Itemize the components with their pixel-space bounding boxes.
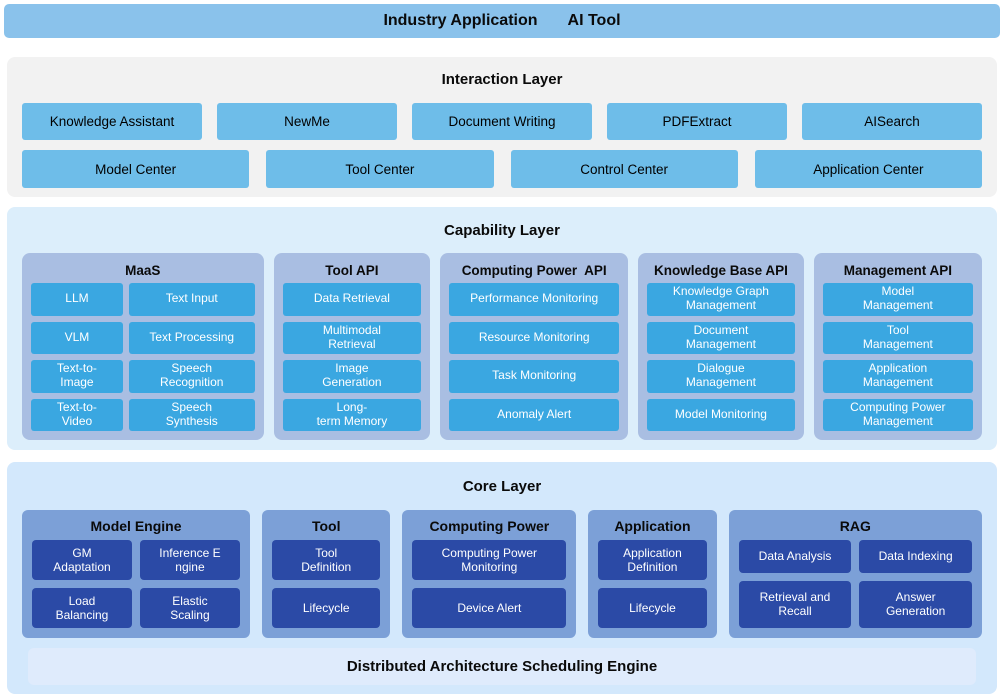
group-maas: MaaS LLM VLM Text-to- Image Text-to- Vid…: [22, 253, 264, 440]
group-knowledge-base-api: Knowledge Base API Knowledge Graph Manag…: [638, 253, 804, 440]
top-banner-label-ai-tool: AI Tool: [567, 12, 621, 29]
box-load-balancing: Load Balancing: [32, 588, 132, 628]
box-llm: LLM: [31, 283, 123, 316]
box-tool-lifecycle: Lifecycle: [271, 588, 381, 628]
group-computing-power-api-title: Computing Power API: [461, 263, 607, 278]
box-model-center: Model Center: [22, 150, 250, 188]
group-maas-columns: LLM VLM Text-to- Image Text-to- Video Te…: [31, 283, 255, 431]
core-layer: Core Layer Model Engine GM Adaptation In…: [7, 462, 997, 694]
box-application-center: Application Center: [754, 150, 982, 188]
box-tool-center: Tool Center: [266, 150, 494, 188]
box-speech-synthesis: Speech Synthesis: [128, 398, 255, 431]
group-computing-power-items: Computing Power Monitoring Device Alert: [412, 540, 567, 628]
interaction-row-apps: Knowledge Assistant NewMe Document Writi…: [22, 103, 982, 140]
box-document-management: Document Management: [647, 321, 795, 354]
box-speech-recognition: Speech Recognition: [128, 360, 255, 393]
box-application-lifecycle: Lifecycle: [598, 588, 707, 628]
group-rag-items: Data Analysis Data Indexing Retrieval an…: [738, 540, 972, 628]
group-knowledge-base-api-title: Knowledge Base API: [654, 263, 788, 278]
group-management-api-items: Model Management Tool Management Applica…: [822, 283, 973, 431]
capability-layer-title: Capability Layer: [444, 222, 560, 239]
top-banner-label-industry-application: Industry Application: [383, 12, 538, 29]
box-text-input: Text Input: [128, 283, 255, 316]
box-data-analysis: Data Analysis: [738, 540, 852, 573]
box-aisearch: AISearch: [802, 103, 982, 140]
box-text-to-video: Text-to- Video: [31, 398, 123, 431]
box-gm-adaptation: GM Adaptation: [32, 540, 132, 580]
top-banner: Industry Application AI Tool: [4, 4, 1000, 38]
box-multimodal-retrieval: Multimodal Retrieval: [282, 321, 422, 354]
box-performance-monitoring: Performance Monitoring: [449, 283, 620, 316]
group-maas-title: MaaS: [125, 263, 161, 278]
group-tool-title: Tool: [311, 518, 341, 534]
box-tool-definition: Tool Definition: [271, 540, 381, 580]
group-rag-title: RAG: [839, 518, 871, 534]
box-model-management: Model Management: [822, 283, 973, 316]
box-data-retrieval: Data Retrieval: [282, 283, 422, 316]
box-task-monitoring: Task Monitoring: [449, 360, 620, 393]
box-device-alert: Device Alert: [412, 588, 567, 628]
group-computing-power-title: Computing Power: [429, 518, 550, 534]
core-groups: Model Engine GM Adaptation Inference E n…: [22, 510, 982, 638]
box-tool-management: Tool Management: [822, 321, 973, 354]
group-computing-power: Computing Power Computing Power Monitori…: [402, 510, 577, 638]
capability-layer: Capability Layer MaaS LLM VLM Text-to- I…: [7, 207, 997, 450]
box-resource-monitoring: Resource Monitoring: [449, 321, 620, 354]
box-retrieval-and-recall: Retrieval and Recall: [738, 580, 852, 628]
box-application-definition: Application Definition: [598, 540, 707, 580]
group-rag: RAG Data Analysis Data Indexing Retrieva…: [728, 510, 982, 638]
group-application-title: Application: [614, 518, 691, 534]
group-model-engine-title: Model Engine: [90, 518, 182, 534]
box-control-center: Control Center: [510, 150, 738, 188]
interaction-layer: Interaction Layer Knowledge Assistant Ne…: [7, 57, 997, 197]
box-data-indexing: Data Indexing: [859, 540, 972, 573]
box-text-processing: Text Processing: [128, 321, 255, 354]
box-vlm: VLM: [31, 321, 123, 354]
interaction-row-centers: Model Center Tool Center Control Center …: [22, 150, 982, 188]
architecture-diagram: Industry Application AI Tool Interaction…: [0, 4, 1004, 700]
interaction-layer-title: Interaction Layer: [441, 71, 563, 88]
box-image-generation: Image Generation: [282, 360, 422, 393]
box-dialogue-management: Dialogue Management: [647, 360, 795, 393]
box-document-writing: Document Writing: [412, 103, 592, 140]
group-computing-power-api-items: Performance Monitoring Resource Monitori…: [449, 283, 620, 431]
box-newme: NewMe: [217, 103, 397, 140]
group-model-engine-items: GM Adaptation Inference E ngine Load Bal…: [32, 540, 240, 628]
maas-column-processing: Text Input Text Processing Speech Recogn…: [128, 283, 255, 431]
group-tool: Tool Tool Definition Lifecycle: [261, 510, 391, 638]
box-computing-power-monitoring: Computing Power Monitoring: [412, 540, 567, 580]
capability-groups: MaaS LLM VLM Text-to- Image Text-to- Vid…: [22, 253, 982, 440]
box-inference-engine: Inference E ngine: [139, 540, 240, 580]
scheduling-engine-bar: Distributed Architecture Scheduling Engi…: [28, 648, 976, 685]
core-layer-title: Core Layer: [462, 478, 542, 495]
group-model-engine: Model Engine GM Adaptation Inference E n…: [22, 510, 250, 638]
box-elastic-scaling: Elastic Scaling: [139, 588, 240, 628]
box-knowledge-graph-management: Knowledge Graph Management: [647, 283, 795, 316]
group-application-items: Application Definition Lifecycle: [598, 540, 707, 628]
box-anomaly-alert: Anomaly Alert: [449, 398, 620, 431]
box-text-to-image: Text-to- Image: [31, 360, 123, 393]
group-tool-items: Tool Definition Lifecycle: [271, 540, 381, 628]
group-management-api-title: Management API: [843, 263, 952, 278]
box-long-term-memory: Long- term Memory: [282, 398, 422, 431]
group-tool-api-title: Tool API: [325, 263, 379, 278]
group-application: Application Application Definition Lifec…: [588, 510, 717, 638]
box-computing-power-management: Computing Power Management: [822, 398, 973, 431]
group-management-api: Management API Model Management Tool Man…: [813, 253, 982, 440]
group-tool-api: Tool API Data Retrieval Multimodal Retri…: [273, 253, 431, 440]
box-knowledge-assistant: Knowledge Assistant: [22, 103, 202, 140]
group-knowledge-base-api-items: Knowledge Graph Management Document Mana…: [647, 283, 795, 431]
group-computing-power-api: Computing Power API Performance Monitori…: [440, 253, 629, 440]
box-application-management: Application Management: [822, 360, 973, 393]
group-tool-api-items: Data Retrieval Multimodal Retrieval Imag…: [282, 283, 422, 431]
box-pdfextract: PDFExtract: [607, 103, 787, 140]
box-answer-generation: Answer Generation: [859, 580, 972, 628]
box-model-monitoring: Model Monitoring: [647, 398, 795, 431]
maas-column-models: LLM VLM Text-to- Image Text-to- Video: [31, 283, 123, 431]
